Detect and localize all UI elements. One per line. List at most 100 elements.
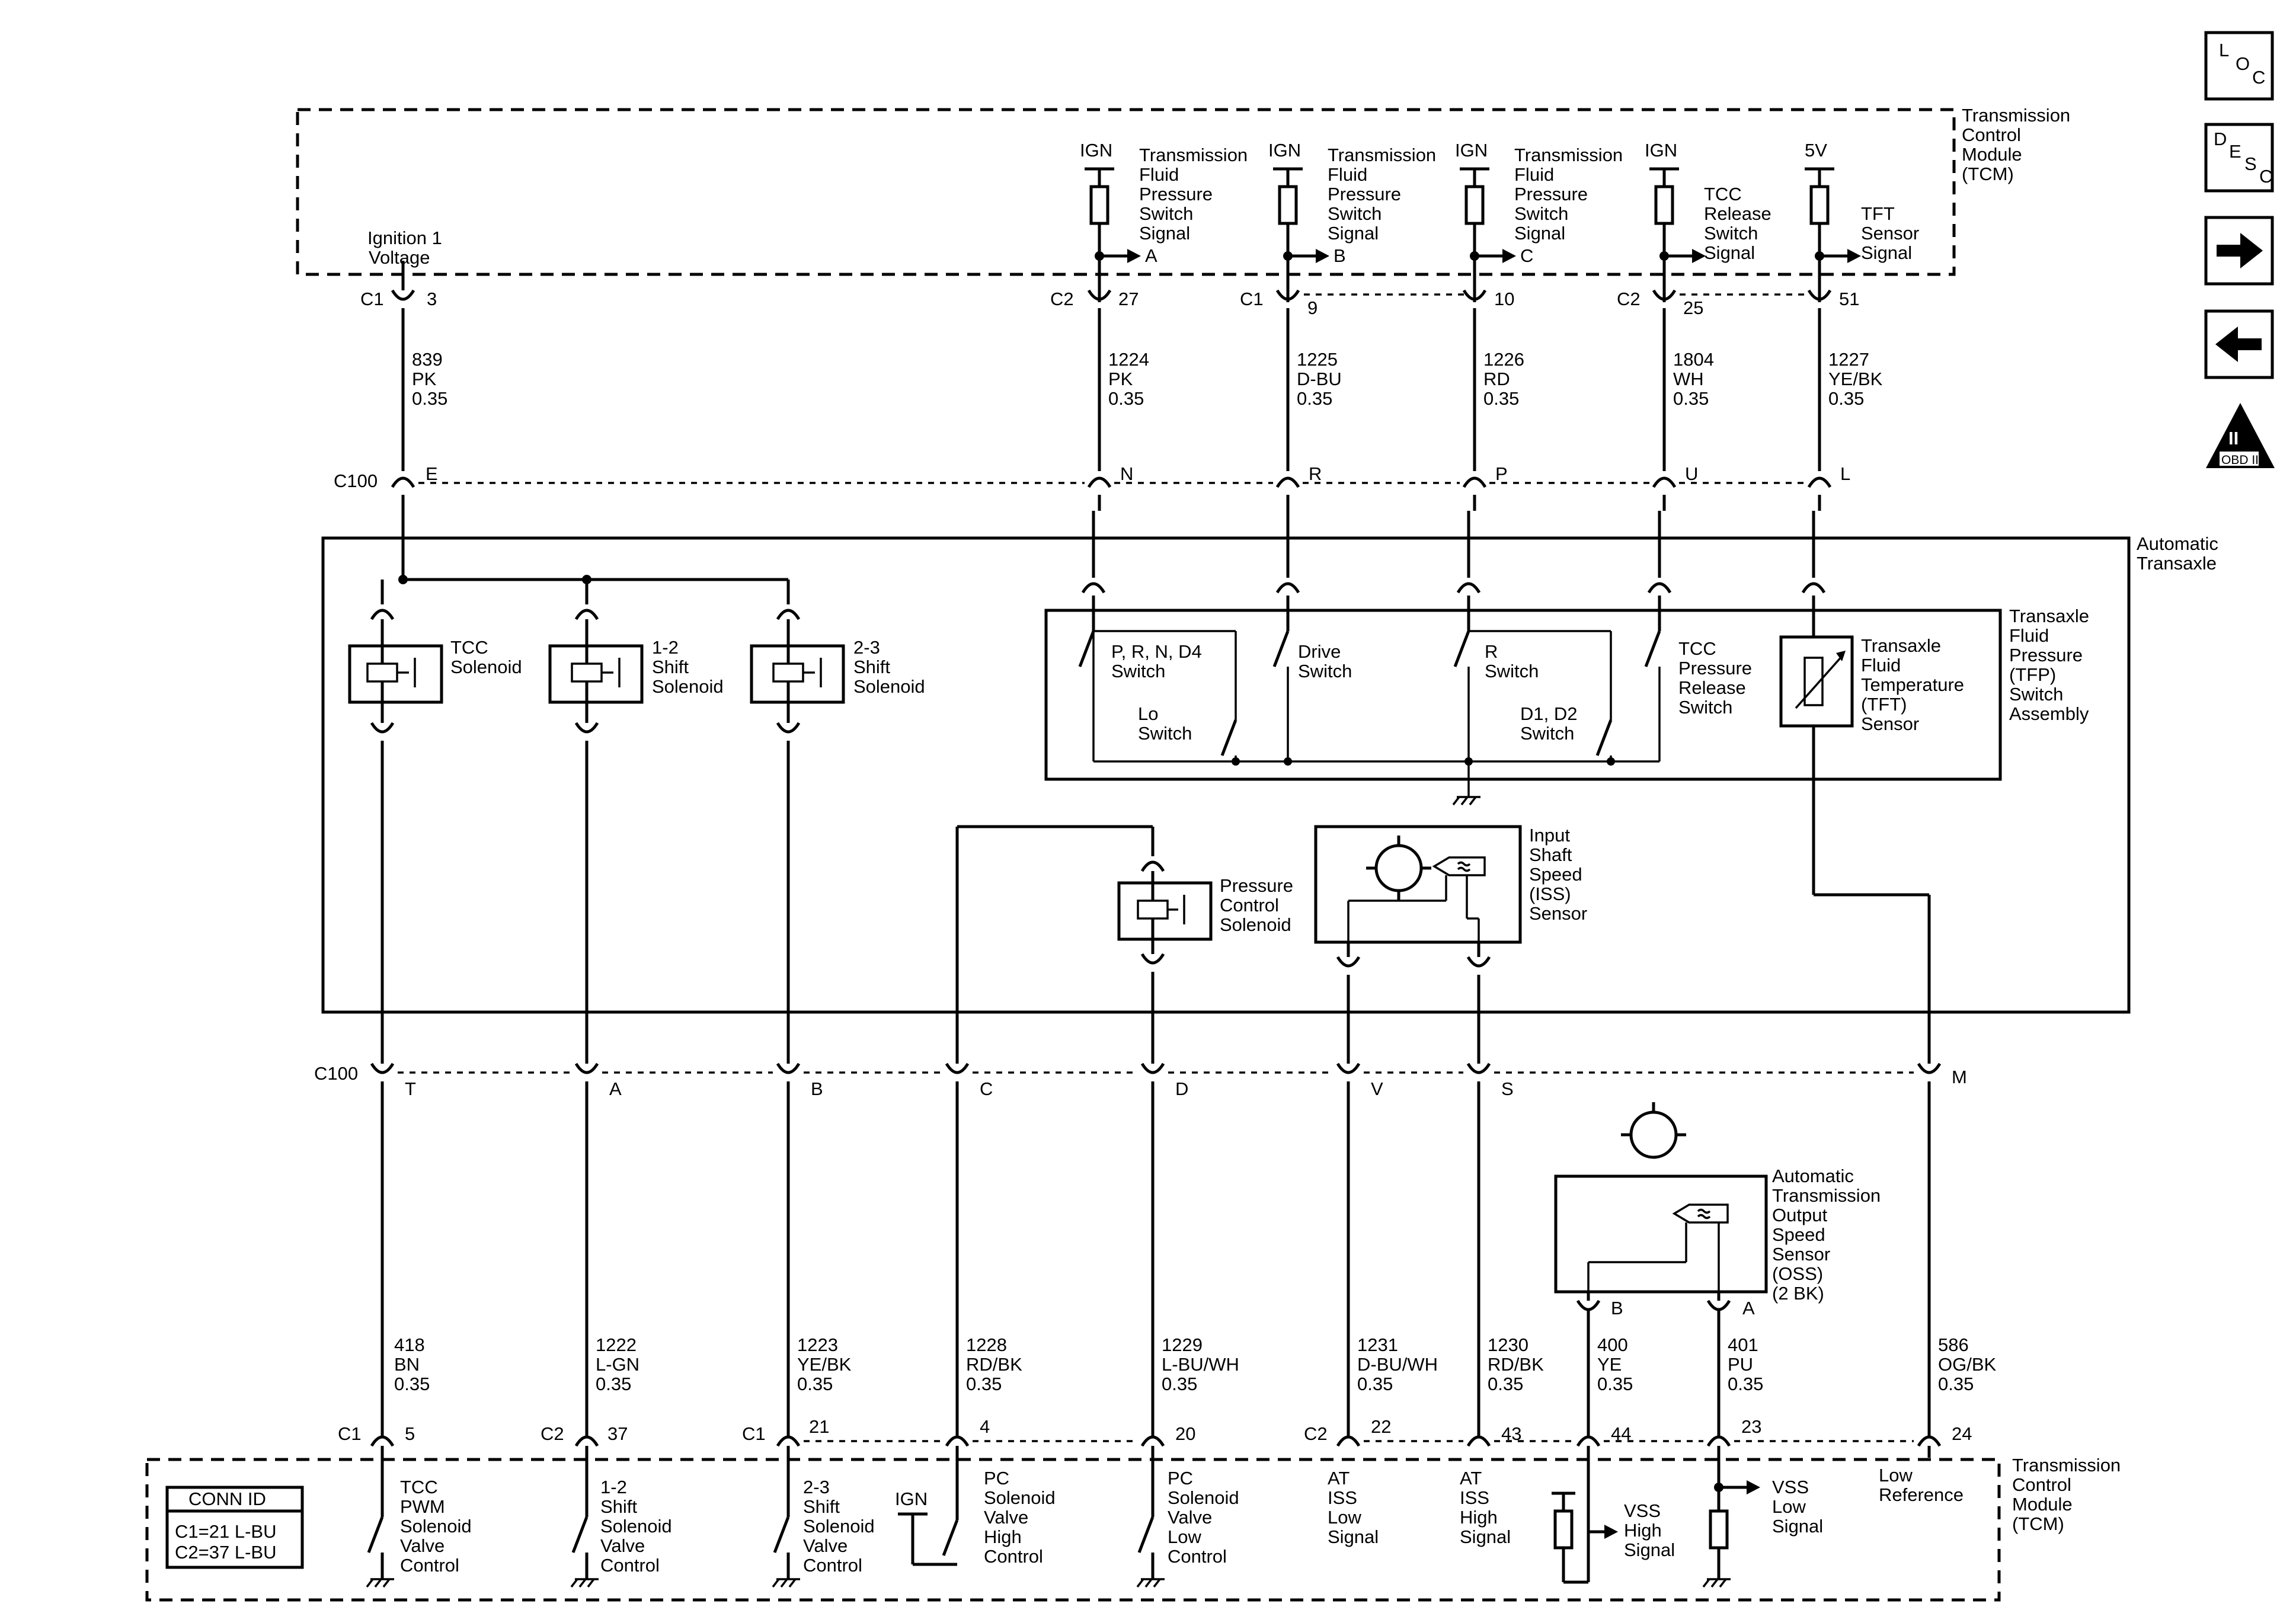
svg-text:C1: C1 <box>742 1423 766 1444</box>
svg-text:E: E <box>2229 141 2241 162</box>
svg-text:Valve: Valve <box>1168 1507 1212 1528</box>
previous-page-icon[interactable] <box>2204 309 2274 379</box>
svg-text:1804: 1804 <box>1673 349 1714 370</box>
svg-text:OBD II: OBD II <box>2221 453 2259 467</box>
svg-text:Solenoid: Solenoid <box>600 1516 672 1537</box>
svg-text:C1: C1 <box>338 1423 362 1444</box>
top-wire-labels: 839 PK 0.35 1224 PK 0.35 1225 D-BU 0.35 … <box>412 349 1883 409</box>
bottom-wire-labels: 418 BN 0.35 1222 L-GN 0.35 1223 YE/BK 0.… <box>394 1334 1997 1394</box>
tft-sensor: Transaxle Fluid Temperature (TFT) Sensor <box>1779 596 1964 1064</box>
svg-text:418: 418 <box>394 1334 425 1355</box>
svg-text:C2: C2 <box>1617 289 1641 309</box>
svg-text:E: E <box>426 463 438 484</box>
svg-text:PU: PU <box>1728 1354 1753 1375</box>
svg-text:0.35: 0.35 <box>1828 388 1864 409</box>
svg-text:1222: 1222 <box>596 1334 637 1355</box>
svg-text:586: 586 <box>1938 1334 1969 1355</box>
svg-text:Pressure: Pressure <box>1514 184 1588 204</box>
svg-text:Pressure: Pressure <box>1328 184 1401 204</box>
1-2-shift-solenoid: 1-2 Shift Solenoid <box>548 609 724 734</box>
svg-text:TCC: TCC <box>1704 184 1742 204</box>
svg-text:25: 25 <box>1683 297 1703 318</box>
svg-text:Automatic: Automatic <box>2137 533 2218 554</box>
svg-text:22: 22 <box>1371 1416 1391 1437</box>
svg-text:YE: YE <box>1597 1354 1622 1375</box>
svg-text:0.35: 0.35 <box>1728 1374 1763 1394</box>
svg-text:Transmission: Transmission <box>1139 145 1248 165</box>
svg-text:Shaft: Shaft <box>1529 844 1572 865</box>
svg-text:Fluid: Fluid <box>1514 164 1554 185</box>
svg-text:C: C <box>2259 166 2272 187</box>
svg-text:Switch: Switch <box>1520 723 1574 744</box>
svg-text:1224: 1224 <box>1108 349 1149 370</box>
svg-text:High: High <box>984 1526 1022 1547</box>
svg-text:1226: 1226 <box>1483 349 1524 370</box>
svg-text:0.35: 0.35 <box>1297 388 1332 409</box>
svg-text:L-BU/WH: L-BU/WH <box>1162 1354 1239 1375</box>
svg-text:20: 20 <box>1175 1423 1195 1444</box>
svg-text:Transmission: Transmission <box>1328 145 1436 165</box>
bottom-wires <box>380 1081 1931 1437</box>
svg-text:Signal: Signal <box>1772 1516 1823 1537</box>
svg-text:(OSS): (OSS) <box>1772 1263 1823 1284</box>
svg-text:Pressure: Pressure <box>1220 875 1293 896</box>
svg-text:1228: 1228 <box>966 1334 1007 1355</box>
svg-text:PWM: PWM <box>400 1496 445 1517</box>
svg-text:Switch: Switch <box>2009 684 2063 705</box>
bottom-tcm-connectors: C1 5 C2 37 C1 21 4 20 C2 22 43 44 23 24 <box>338 1416 1972 1447</box>
svg-text:T: T <box>405 1078 416 1099</box>
svg-text:M: M <box>1952 1067 1967 1087</box>
svg-text:5V: 5V <box>1805 140 1827 161</box>
svg-text:Output: Output <box>1772 1205 1827 1225</box>
svg-text:High: High <box>1624 1520 1662 1541</box>
svg-text:Signal: Signal <box>1139 223 1190 244</box>
svg-text:(TCM): (TCM) <box>2012 1513 2064 1534</box>
svg-text:L-GN: L-GN <box>596 1354 639 1375</box>
tcm-top-box <box>296 108 1956 276</box>
svg-text:PK: PK <box>412 369 437 389</box>
svg-text:S: S <box>1501 1078 1514 1099</box>
svg-text:Switch: Switch <box>1139 203 1193 224</box>
svg-text:Shift: Shift <box>853 657 890 677</box>
tft-sensor-signal: 5V TFT Sensor Signal <box>1805 140 1919 302</box>
svg-text:0.35: 0.35 <box>1108 388 1144 409</box>
loc-icon[interactable]: L O C <box>2204 31 2274 101</box>
svg-text:Switch: Switch <box>1485 661 1539 681</box>
svg-text:Speed: Speed <box>1772 1224 1825 1245</box>
obd-ii-icon[interactable]: II OBD II <box>2206 403 2275 468</box>
svg-text:2-3: 2-3 <box>853 637 880 658</box>
svg-text:D: D <box>2214 129 2227 149</box>
svg-text:TFT: TFT <box>1861 203 1895 224</box>
svg-text:Control: Control <box>2012 1474 2071 1495</box>
svg-text:Sensor: Sensor <box>1772 1244 1830 1265</box>
svg-text:Automatic: Automatic <box>1772 1166 1854 1186</box>
svg-text:3: 3 <box>427 289 437 309</box>
tfp-switch-labels: P, R, N, D4 Switch Lo Switch Drive Switc… <box>1111 638 1752 744</box>
svg-text:27: 27 <box>1118 289 1139 309</box>
svg-text:IGN: IGN <box>1080 140 1112 161</box>
svg-text:Sensor: Sensor <box>1861 713 1919 734</box>
svg-text:0.35: 0.35 <box>1162 1374 1197 1394</box>
svg-text:0.35: 0.35 <box>1488 1374 1523 1394</box>
next-page-icon[interactable] <box>2204 216 2274 286</box>
svg-text:R: R <box>1309 463 1322 484</box>
svg-text:S: S <box>2244 153 2257 174</box>
svg-text:C1: C1 <box>1240 289 1264 309</box>
svg-text:0.35: 0.35 <box>596 1374 631 1394</box>
svg-text:C1: C1 <box>360 289 384 309</box>
svg-text:C1=21 L-BU: C1=21 L-BU <box>175 1521 276 1542</box>
tfp-switches-wiring <box>1078 511 1826 806</box>
svg-text:Control: Control <box>1962 124 2021 145</box>
svg-text:(ISS): (ISS) <box>1529 884 1571 904</box>
desc-icon[interactable]: D E S C <box>2204 123 2274 193</box>
svg-text:Reference: Reference <box>1879 1484 1964 1505</box>
svg-text:IGN: IGN <box>1455 140 1488 161</box>
svg-text:V: V <box>1371 1078 1383 1099</box>
svg-text:5: 5 <box>405 1423 415 1444</box>
svg-text:Release: Release <box>1704 203 1771 224</box>
svg-text:YE/BK: YE/BK <box>797 1354 852 1375</box>
svg-text:Transmission: Transmission <box>2012 1455 2121 1475</box>
svg-text:Shift: Shift <box>803 1496 840 1517</box>
svg-text:II: II <box>2228 428 2239 449</box>
